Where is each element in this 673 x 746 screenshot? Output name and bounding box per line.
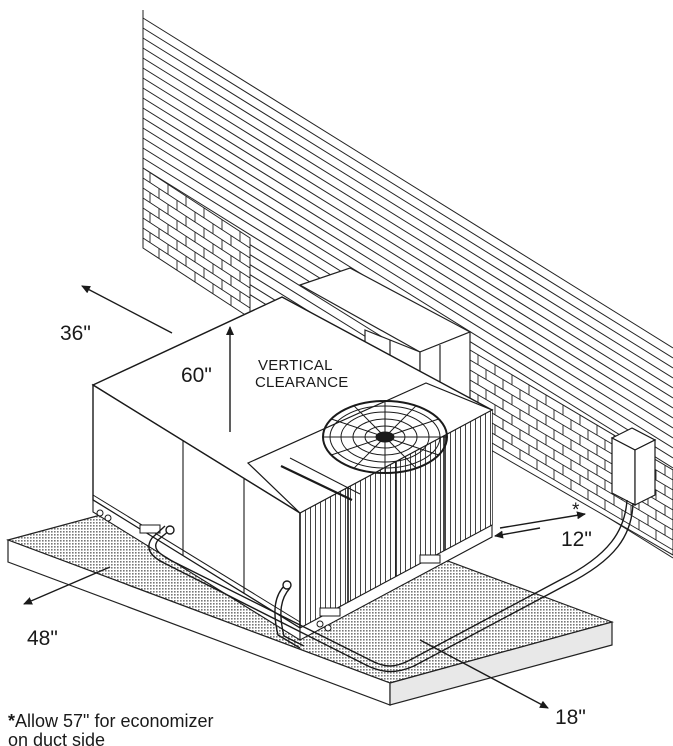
siding-line [142,87,673,419]
fan-guard-spoke [331,418,386,438]
vertical-clearance-label-line2: CLEARANCE [255,374,349,391]
clearance-18-label: 18" [555,706,586,729]
brick-course [142,197,251,269]
fan-guard-spoke [353,405,386,438]
footnote-text-line1: Allow 57" for economizer [15,711,214,731]
brick-course [142,237,251,309]
footnote-marker: * [8,711,16,731]
vertical-clearance-label-line1: VERTICAL [258,357,333,374]
siding-line [142,67,673,399]
siding-line [142,47,673,379]
disconnect-box [610,427,657,506]
fan-guard-spoke [384,418,439,438]
brick-course [142,227,251,299]
fan-guard-spoke [384,405,417,438]
siding-line [142,107,673,439]
clearance-60-label: 60" [181,364,212,387]
brick-course [142,177,251,249]
clearance-12-label: 12" [561,528,592,551]
brick-course [469,409,673,531]
clearance-36-label: 36" [60,322,91,345]
brick-course [142,217,251,289]
brick-foundation [142,167,673,556]
brick-course [469,429,673,551]
brick-course [142,207,251,279]
siding-line [142,77,673,409]
clearance-48-label: 48" [27,627,58,650]
siding-line [142,117,673,449]
conduit-lines [148,499,634,673]
economizer-footnote-line1: *Allow 57" for economizer [8,712,214,731]
fan-guard-spoke [331,436,386,456]
condenser-fan [322,400,448,474]
fan-guard-spoke [384,436,439,456]
siding-line [142,17,673,349]
siding-line [142,37,673,369]
economizer-footnote-line2: on duct side [8,730,106,746]
clearance-arrows [23,285,586,709]
fan-guard-spoke [384,436,417,469]
packaged-unit [91,296,494,641]
brick-course [142,187,251,259]
clearance-12-asterisk: * [572,500,580,521]
siding-line [142,127,673,459]
siding-line [142,57,673,389]
fan-guard-spoke [353,436,386,469]
siding-line [142,27,673,359]
siding-line [142,97,673,429]
